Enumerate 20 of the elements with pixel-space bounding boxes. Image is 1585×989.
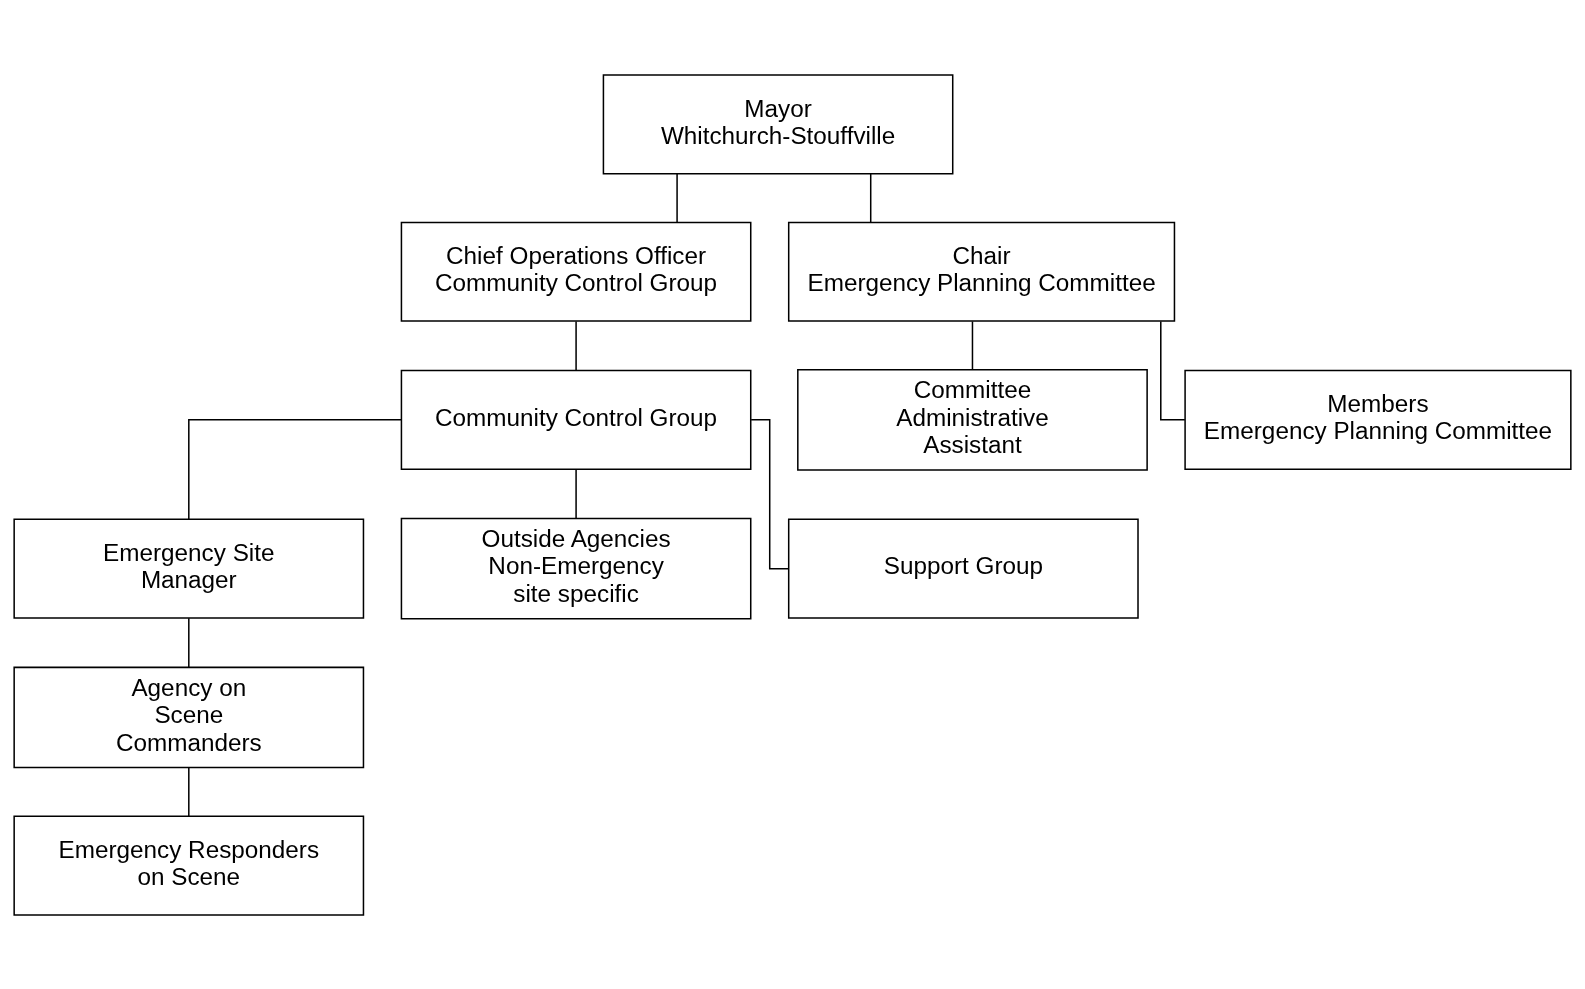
connector <box>188 766 190 817</box>
node-box: Community Control Group <box>400 369 752 470</box>
node-box: Chief Operations Officer Community Control Group <box>400 221 752 322</box>
connector <box>1160 320 1186 421</box>
node-box: Outside Agencies Non-Emergency site specific <box>400 517 752 620</box>
node-box: Committee Administrative Assistant <box>797 368 1148 471</box>
node-box: Emergency Site Manager <box>13 518 365 619</box>
node-box: Members Emergency Planning Committee <box>1184 369 1572 470</box>
node-box: Mayor Whitchurch-Stouffville <box>602 73 954 175</box>
connector <box>575 468 577 519</box>
node-box: Chair Emergency Planning Committee <box>787 221 1176 322</box>
connector <box>575 320 577 371</box>
connector <box>188 418 402 520</box>
connector <box>869 172 872 223</box>
node-box: Agency on Scene Commanders <box>13 666 365 768</box>
node-box: Emergency Responders on Scene <box>13 814 365 916</box>
connector <box>676 172 678 223</box>
connector <box>188 616 190 668</box>
node-box: Support Group <box>787 518 1139 619</box>
connector <box>971 320 974 370</box>
